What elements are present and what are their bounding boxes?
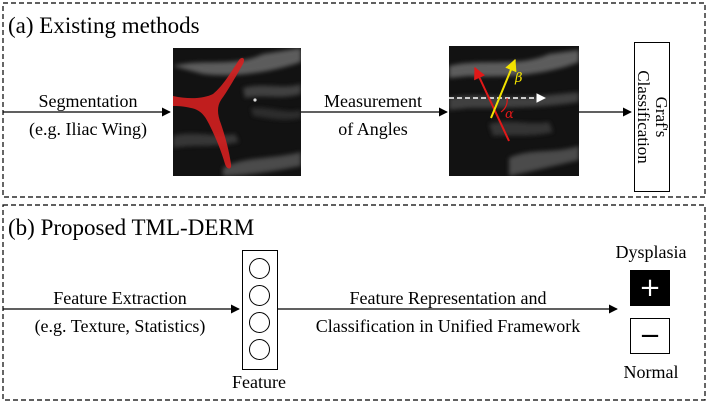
graf-classification-box: Graf's Classification xyxy=(634,42,671,192)
plus-icon: + xyxy=(639,273,661,303)
measurement-label-sub: of Angles xyxy=(303,120,443,138)
minus-icon: − xyxy=(639,321,661,351)
panel-a-title: (a) Existing methods xyxy=(8,13,200,38)
segmentation-overlay xyxy=(173,57,245,169)
segmentation-ultrasound-image xyxy=(173,48,301,176)
feature-extraction-example: (e.g. Texture, Statistics) xyxy=(4,317,236,335)
feature-label: Feature xyxy=(232,372,286,392)
feature-node xyxy=(249,285,270,306)
representation-label: Feature Representation and xyxy=(280,289,616,307)
segmentation-label: Segmentation xyxy=(8,92,168,110)
representation-label-sub: Classification in Unified Framework xyxy=(280,317,616,335)
feature-node xyxy=(249,339,270,360)
graf-label-line1: Graf's xyxy=(652,96,671,138)
feature-vector-column xyxy=(242,250,278,370)
normal-label: Normal xyxy=(623,362,679,382)
angle-measurement-ultrasound-image: β α xyxy=(449,46,579,176)
panel-b-border xyxy=(2,204,706,401)
feature-node xyxy=(249,312,270,333)
segmentation-example: (e.g. Iliac Wing) xyxy=(8,120,168,138)
angle-beta-label: β xyxy=(514,71,523,86)
normal-negative-box: − xyxy=(630,318,670,354)
feature-node xyxy=(249,258,270,279)
alpha-arc xyxy=(500,97,508,113)
dysplasia-label: Dysplasia xyxy=(615,242,687,262)
beta-line-yellow xyxy=(490,58,517,119)
segmentation-label-line2: (e.g. Iliac Wing) xyxy=(29,119,147,139)
measurement-label-line2: of Angles xyxy=(338,119,408,139)
graf-label-line2: Classification xyxy=(634,70,653,164)
dysplasia-positive-box: + xyxy=(630,270,670,306)
feature-extraction-line1: Feature Extraction xyxy=(53,288,187,308)
feature-extraction-line2: (e.g. Texture, Statistics) xyxy=(34,316,206,336)
graf-classification-label: Graf's Classification xyxy=(634,47,671,187)
measurement-label: Measurement xyxy=(303,92,443,110)
feature-extraction-label: Feature Extraction xyxy=(4,289,236,307)
angle-alpha-label: α xyxy=(505,107,514,122)
representation-line1: Feature Representation and xyxy=(349,288,547,308)
segmentation-label-line1: Segmentation xyxy=(38,91,138,111)
representation-line2: Classification in Unified Framework xyxy=(315,316,581,336)
panel-b-title: (b) Proposed TML-DERM xyxy=(8,215,255,240)
measurement-label-line1: Measurement xyxy=(324,91,422,111)
alpha-line-red xyxy=(474,66,510,142)
